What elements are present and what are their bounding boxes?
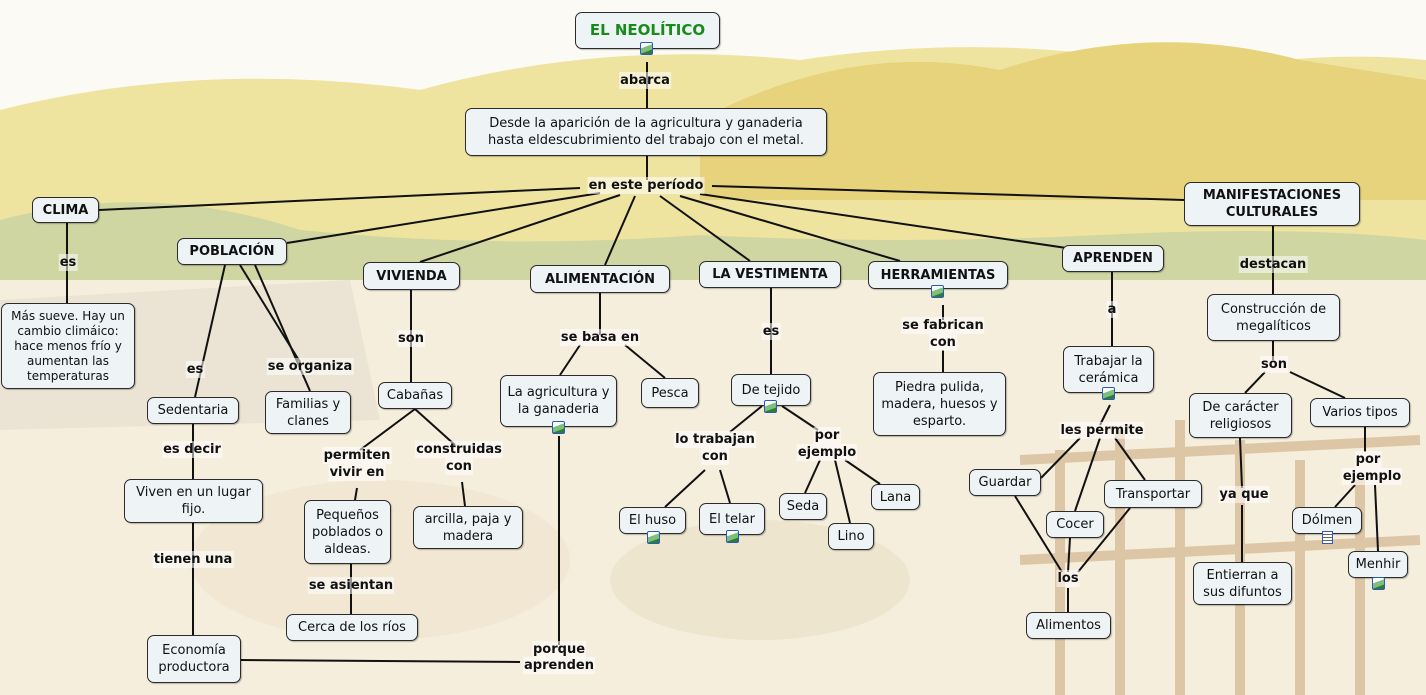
link-con-herramientas: con bbox=[929, 334, 957, 351]
node-alimentos[interactable]: Alimentos bbox=[1026, 612, 1111, 639]
node-sedentaria[interactable]: Sedentaria bbox=[147, 397, 239, 424]
link-son-vivienda: son bbox=[397, 330, 425, 347]
node-lana[interactable]: Lana bbox=[871, 484, 920, 510]
node-cabanas[interactable]: Cabañas bbox=[378, 382, 452, 409]
node-manifestaciones[interactable]: MANIFESTACIONES CULTURALES bbox=[1184, 182, 1360, 226]
link-construidas: construidas bbox=[415, 441, 503, 458]
node-religiosos[interactable]: De carácter religiosos bbox=[1189, 393, 1292, 438]
node-lino[interactable]: Lino bbox=[828, 523, 874, 550]
link-periodo: en este período bbox=[587, 177, 705, 194]
link-es-decir: es decir bbox=[162, 441, 222, 458]
link-destacan: destacan bbox=[1238, 256, 1308, 273]
node-varios[interactable]: Varios tipos bbox=[1310, 398, 1410, 427]
node-clima-desc[interactable]: Más sueve. Hay un cambio climáico: hace … bbox=[1, 303, 135, 389]
link-basa: se basa en bbox=[559, 329, 641, 346]
node-vivienda[interactable]: VIVIENDA bbox=[363, 262, 460, 290]
image-icon[interactable] bbox=[552, 421, 565, 434]
node-pesca[interactable]: Pesca bbox=[641, 378, 699, 408]
node-vestimenta[interactable]: LA VESTIMENTA bbox=[699, 261, 841, 288]
node-agricultura[interactable]: La agricultura y la ganaderia bbox=[500, 375, 617, 427]
link-porque: porque bbox=[531, 641, 587, 658]
image-icon[interactable] bbox=[931, 285, 944, 298]
node-herramientas[interactable]: HERRAMIENTAS bbox=[868, 261, 1008, 289]
link-les-permite: les permite bbox=[1059, 422, 1145, 439]
node-piedra[interactable]: Piedra pulida, madera, huesos y esparto. bbox=[873, 372, 1006, 436]
node-entierran[interactable]: Entierran a sus difuntos bbox=[1193, 562, 1292, 605]
node-clima[interactable]: CLIMA bbox=[32, 197, 99, 223]
link-por-vestimenta: por bbox=[813, 427, 841, 444]
node-transportar[interactable]: Transportar bbox=[1104, 480, 1202, 508]
node-huso[interactable]: El huso bbox=[619, 507, 686, 534]
document-icon[interactable] bbox=[1322, 531, 1333, 544]
link-permiten: permiten bbox=[322, 447, 392, 464]
node-dolmen[interactable]: Dólmen bbox=[1292, 507, 1362, 534]
node-alimentacion[interactable]: ALIMENTACIÓN bbox=[530, 265, 670, 293]
link-tienen: tienen una bbox=[152, 551, 234, 568]
link-es-poblacion: es bbox=[185, 361, 205, 378]
node-guardar[interactable]: Guardar bbox=[969, 469, 1041, 496]
node-poblacion[interactable]: POBLACIÓN bbox=[177, 238, 287, 265]
link-ya-que: ya que bbox=[1218, 486, 1270, 503]
link-a: a bbox=[1106, 301, 1118, 318]
link-ejemplo-tipos: ejemplo bbox=[1341, 468, 1403, 485]
node-aprenden[interactable]: APRENDEN bbox=[1062, 245, 1164, 272]
node-ceramica[interactable]: Trabajar la cerámica bbox=[1063, 346, 1154, 393]
link-trabajan: lo trabajan bbox=[674, 431, 756, 448]
node-construccion[interactable]: Construcción de megalíticos bbox=[1207, 294, 1340, 341]
link-con-construidas: con bbox=[445, 458, 473, 475]
link-con-trabajan: con bbox=[701, 448, 729, 465]
node-viven[interactable]: Viven en un lugar fijo. bbox=[124, 479, 263, 523]
node-telar[interactable]: El telar bbox=[699, 503, 765, 535]
title-node[interactable]: EL NEOLÍTICO bbox=[575, 12, 720, 49]
node-economia[interactable]: Economía productora bbox=[147, 635, 241, 683]
link-aprenden: aprenden bbox=[523, 657, 595, 674]
image-icon[interactable] bbox=[764, 400, 777, 413]
image-icon[interactable] bbox=[640, 42, 653, 55]
node-desc[interactable]: Desde la aparición de la agricultura y g… bbox=[465, 108, 827, 156]
link-es-clima: es bbox=[58, 254, 78, 271]
link-fabrican: se fabrican bbox=[901, 317, 985, 334]
node-familias[interactable]: Familias y clanes bbox=[265, 391, 351, 434]
link-los: los bbox=[1056, 570, 1080, 587]
link-por-tipos: por bbox=[1354, 451, 1382, 468]
node-menhir[interactable]: Menhir bbox=[1348, 551, 1408, 578]
link-son-megaliticos: son bbox=[1260, 356, 1288, 373]
link-asientan: se asientan bbox=[307, 577, 395, 594]
node-seda[interactable]: Seda bbox=[779, 493, 827, 520]
node-cerca[interactable]: Cerca de los ríos bbox=[286, 614, 418, 641]
node-cocer[interactable]: Cocer bbox=[1046, 511, 1104, 538]
node-arcilla[interactable]: arcilla, paja y madera bbox=[413, 506, 523, 549]
image-icon[interactable] bbox=[1372, 577, 1385, 590]
link-abarca: abarca bbox=[619, 72, 671, 89]
link-ejemplo-vestimenta: ejemplo bbox=[796, 444, 858, 461]
image-icon[interactable] bbox=[1102, 387, 1115, 400]
link-es-vestimenta: es bbox=[761, 323, 781, 340]
link-organiza: se organiza bbox=[266, 358, 354, 375]
image-icon[interactable] bbox=[647, 531, 660, 544]
link-vivir: vivir en bbox=[328, 464, 386, 481]
node-pequenos[interactable]: Pequeños poblados o aldeas. bbox=[304, 500, 391, 564]
image-icon[interactable] bbox=[726, 530, 739, 543]
